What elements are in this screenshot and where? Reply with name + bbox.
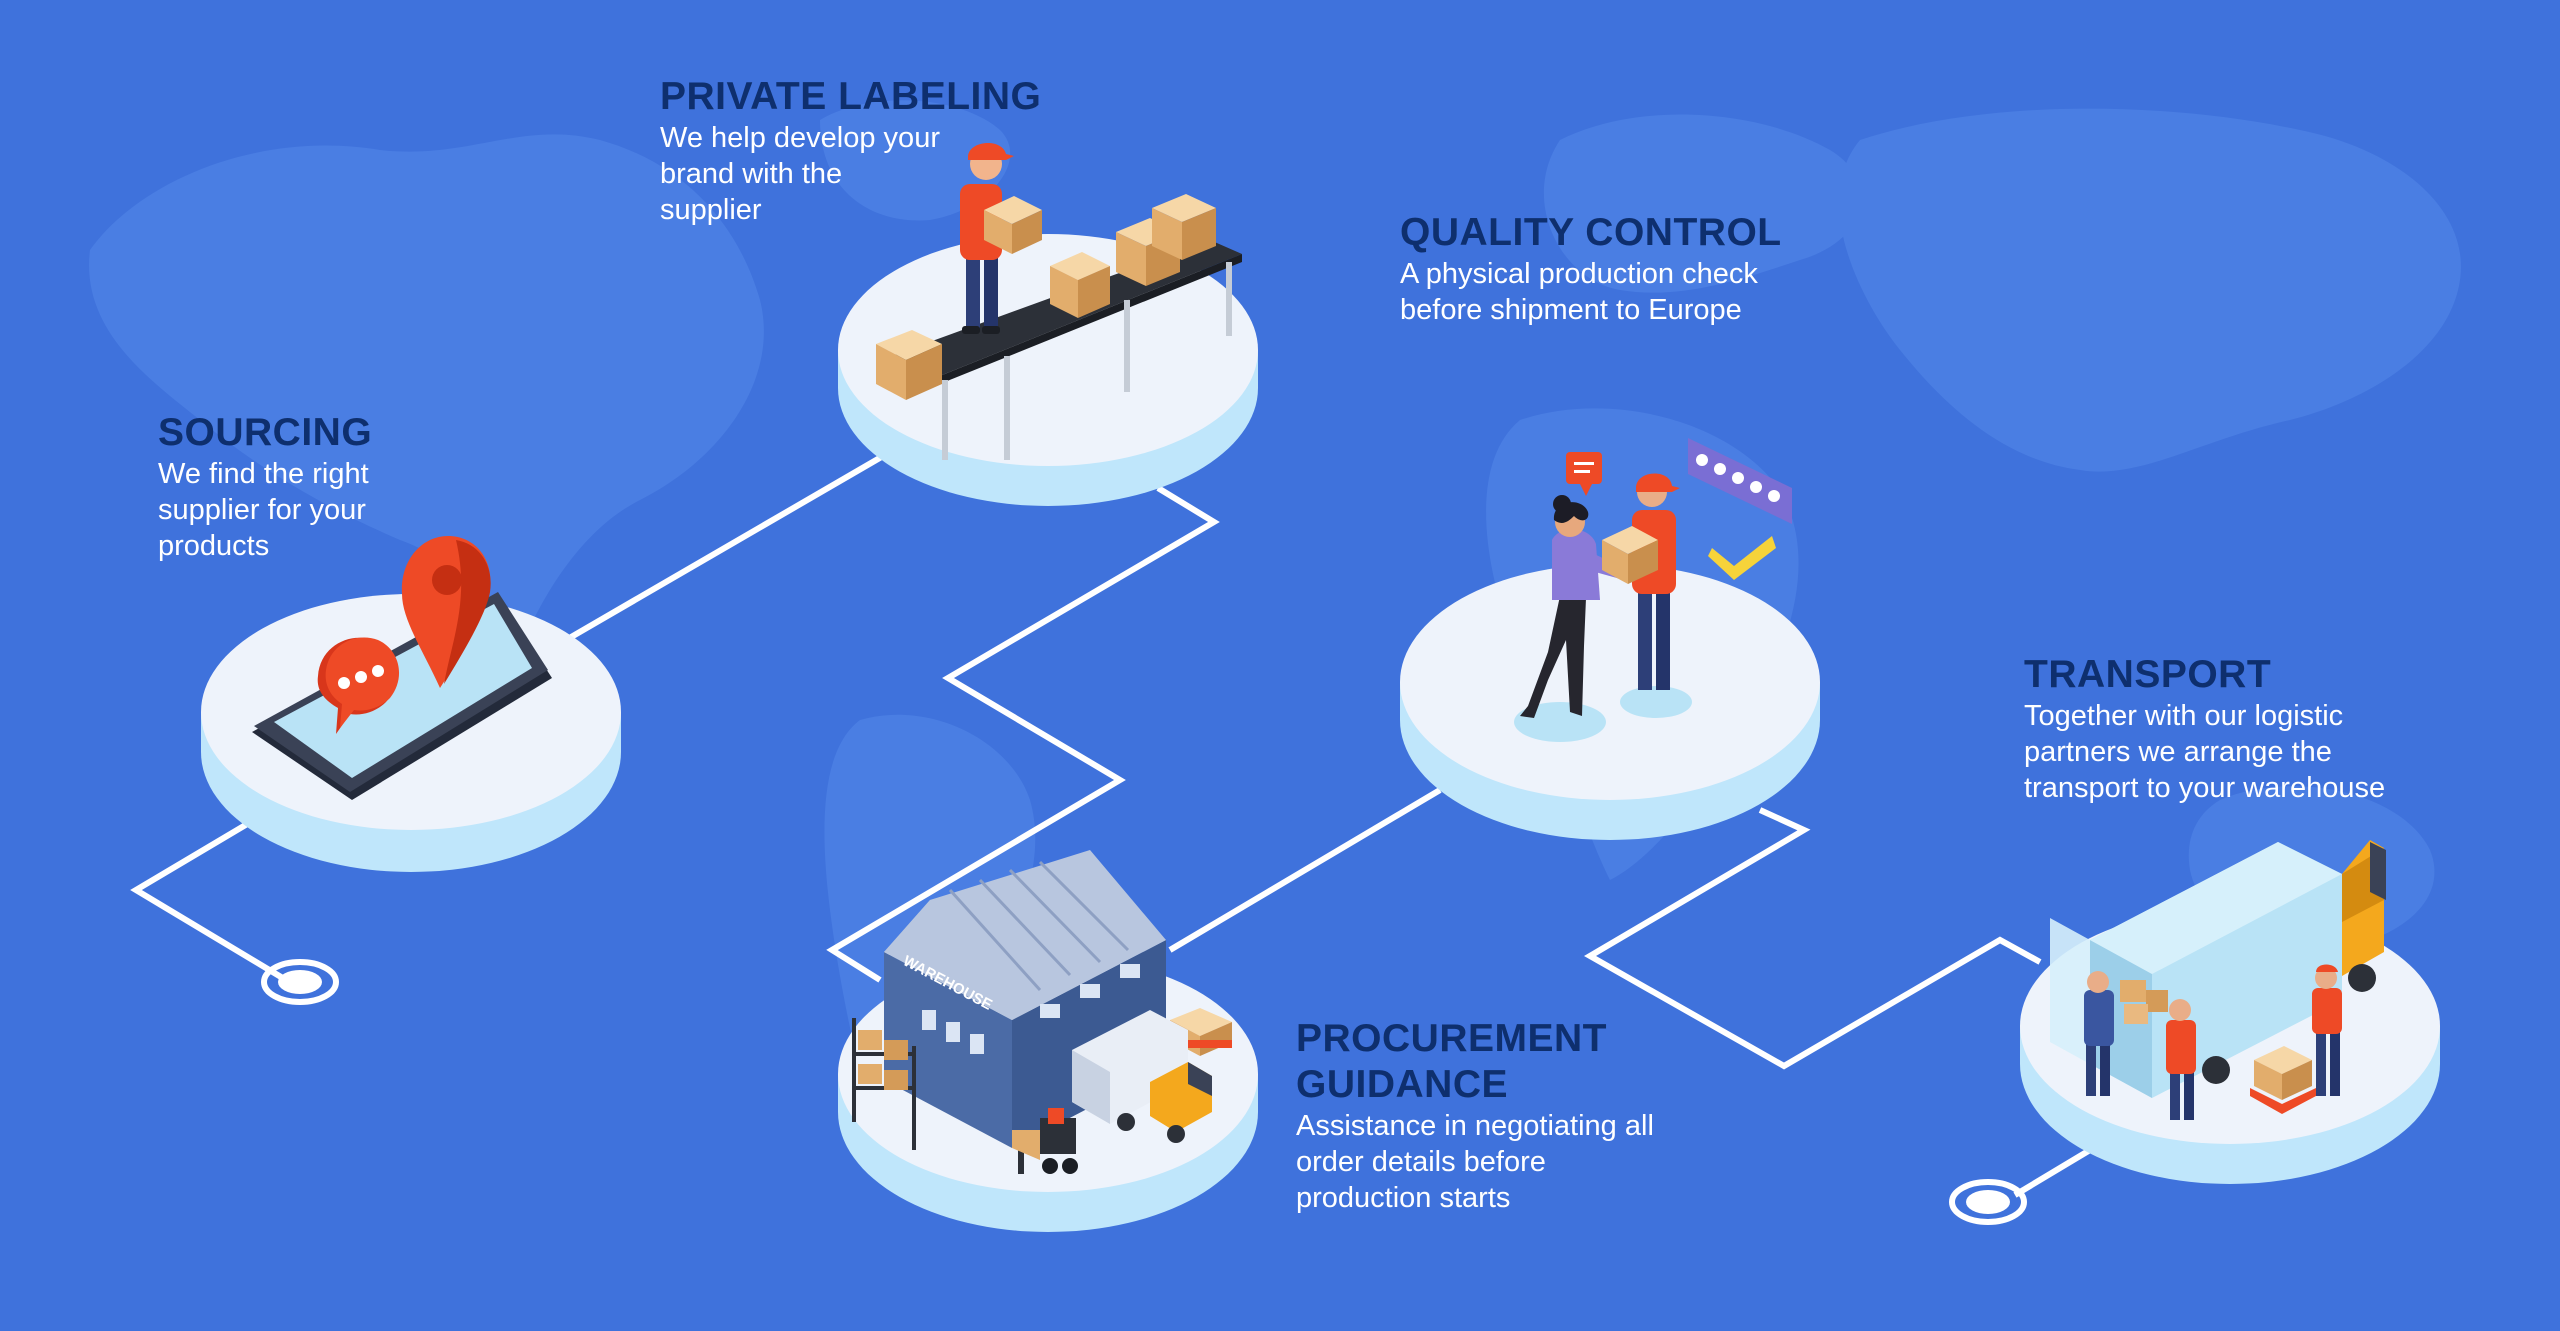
conveyor-worker-icon (876, 142, 1242, 460)
shelving-rack (852, 1018, 916, 1150)
worker (2312, 964, 2342, 1096)
step-desc-line: transport to your warehouse (2024, 772, 2386, 804)
step-desc-line: products (158, 530, 270, 562)
boxes-in-truck (2120, 980, 2168, 1024)
step-desc-line: before shipment to Europe (1400, 294, 1742, 326)
step-desc-line: brand with the (660, 158, 843, 190)
step-title: TRANSPORT (2024, 653, 2272, 696)
step-quality-control: QUALITY CONTROL A physical production ch… (1400, 210, 1782, 328)
worker (2084, 971, 2114, 1096)
platform-quality-control (1400, 564, 1820, 840)
step-desc-line: We find the right (158, 458, 369, 490)
delivery-truck-icon (2050, 840, 2386, 1120)
step-desc-line: order details before (1296, 1146, 1546, 1178)
step-title: GUIDANCE (1296, 1063, 1509, 1106)
end-marker (1949, 1179, 2027, 1225)
handover-rating-icon (1514, 438, 1792, 742)
step-transport: TRANSPORT Together with our logistic par… (2024, 652, 2385, 806)
path-quality-to-transport (1584, 807, 2042, 1070)
warehouse-building: WAREHOUSE (884, 850, 1166, 1148)
step-desc-line: A physical production check (1400, 258, 1758, 290)
step-desc-line: supplier (660, 194, 762, 226)
path-sourcing-to-labeling (564, 449, 892, 643)
checkmark-icon (1708, 536, 1776, 580)
step-private-labeling: PRIVATE LABELING We help develop your br… (660, 74, 1041, 228)
box (1152, 194, 1216, 260)
step-sourcing: SOURCING We find the right supplier for … (158, 410, 372, 564)
box (876, 330, 942, 400)
path-transport-to-end (2013, 1147, 2092, 1198)
star-rating-icon (1688, 438, 1792, 524)
worker (2166, 999, 2196, 1120)
box (984, 196, 1042, 254)
start-marker (261, 959, 339, 1005)
step-title: PRIVATE LABELING (660, 75, 1042, 118)
box (1602, 526, 1658, 584)
step-desc-line: production starts (1296, 1182, 1511, 1214)
path-procurement-to-quality (1168, 787, 1442, 953)
process-path (130, 449, 2092, 1198)
step-desc-line: Assistance in negotiating all (1296, 1110, 1654, 1142)
map-north-america (89, 134, 764, 650)
step-title: SOURCING (158, 411, 373, 454)
warehouse-icon: WAREHOUSE (852, 850, 1232, 1174)
step-desc-line: partners we arrange the (2024, 736, 2332, 768)
delivery-truck (1072, 1010, 1212, 1143)
box (1050, 252, 1110, 318)
phone-location-pin-icon (252, 536, 552, 800)
path-start-to-sourcing (130, 817, 288, 983)
step-title: QUALITY CONTROL (1400, 211, 1782, 254)
step-title: PROCUREMENT (1296, 1017, 1608, 1060)
truck-cab (2202, 840, 2386, 1084)
message-bubble (1566, 452, 1602, 496)
step-desc-line: supplier for your (158, 494, 366, 526)
forklift (1012, 1108, 1078, 1174)
map-europe (1543, 114, 1862, 293)
location-pin (401, 536, 491, 688)
path-labeling-to-procurement (826, 485, 1220, 983)
map-asia (1839, 108, 2461, 472)
step-desc-line: We help develop your (660, 122, 940, 154)
pallet-boxes (2250, 1046, 2316, 1114)
step-procurement-guidance: PROCUREMENT GUIDANCE Assistance in negot… (1296, 1016, 1654, 1216)
chat-bubble (317, 637, 400, 734)
step-desc-line: Together with our logistic (2024, 700, 2344, 732)
